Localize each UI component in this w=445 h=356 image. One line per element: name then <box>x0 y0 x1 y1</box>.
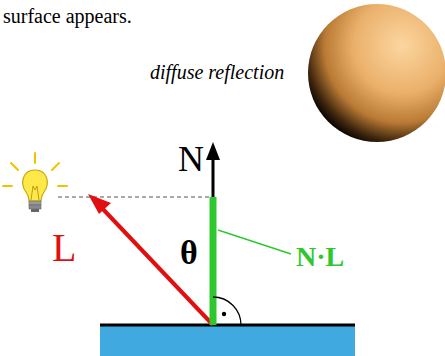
light-vector-arrow <box>88 194 213 325</box>
projection-bar <box>210 197 217 325</box>
leader-line <box>218 230 291 254</box>
dashed-guide <box>58 196 213 197</box>
surface <box>100 325 355 356</box>
right-angle-dot <box>222 312 226 316</box>
right-angle-arc <box>213 297 241 325</box>
shaded-sphere <box>308 4 445 142</box>
surface-edge <box>100 324 355 327</box>
light-bulb <box>3 153 67 212</box>
vector-label: N <box>178 141 204 177</box>
caption-fragment: surface appears. <box>3 6 132 26</box>
vector-label: L <box>52 228 76 268</box>
caption-fragment: diffuse reflection <box>150 62 284 82</box>
dot-product-label: N·L <box>296 243 344 271</box>
angle-label: θ <box>180 236 198 270</box>
